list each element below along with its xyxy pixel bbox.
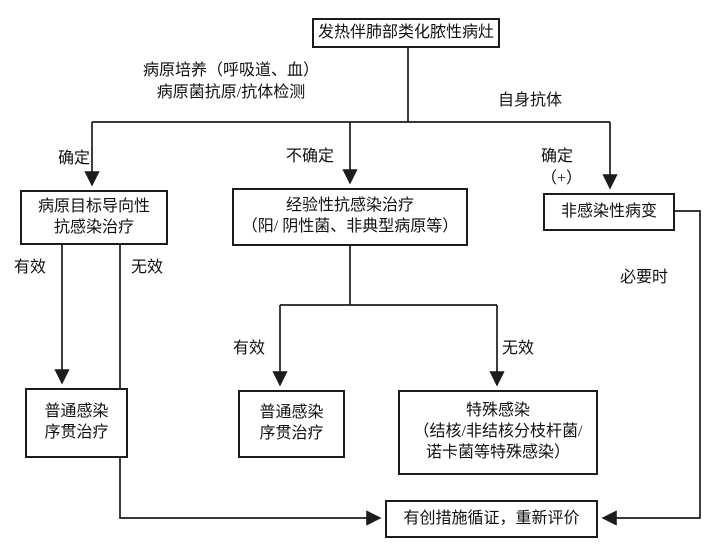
node-label-line: 序贯治疗 xyxy=(259,425,324,442)
node-label: 有创措施循证，重新评价 xyxy=(403,509,580,527)
edge-label-when-necessary: 必要时 xyxy=(620,269,669,286)
edge-label-effective-mid: 有效 xyxy=(233,340,266,357)
node-label-line: 抗感染治疗 xyxy=(53,218,134,236)
edge-label-autoantibody: 自身抗体 xyxy=(497,92,562,109)
node-label-line: （结核/非结核分枝杆菌/ xyxy=(413,423,583,441)
node-ordinary-infection-left: 普通感染 序贯治疗 xyxy=(25,388,128,458)
edge-label-line: （+） xyxy=(541,169,583,187)
node-label-line: 普通感染 xyxy=(259,404,324,422)
edge-label-line: 病原菌抗原/抗体检测 xyxy=(156,83,306,101)
node-invasive-reevaluate: 有创措施循证，重新评价 xyxy=(385,500,598,538)
connector-noninfectious-to-reevaluate xyxy=(601,210,701,526)
node-label: 发热伴肺部类化脓性病灶 xyxy=(317,23,494,41)
edge-label-line: 病原培养（呼吸道、血） xyxy=(142,62,319,79)
node-ordinary-infection-mid: 普通感染 序贯治疗 xyxy=(238,390,345,458)
node-special-infection: 特殊感染 （结核/非结核分枝杆菌/ 诺卡菌等特殊感染） xyxy=(398,390,598,475)
node-label-line: 特殊感染 xyxy=(465,402,530,420)
node-noninfectious-lesion: 非感染性病变 xyxy=(543,193,675,231)
connector-ineffective-left-to-reevaluate xyxy=(119,245,382,526)
node-label-line: 诺卡菌等特殊感染） xyxy=(425,443,570,461)
node-label-line: （阳/ 阴性菌、非典型病原等） xyxy=(241,218,459,235)
edge-label-ineffective-left: 无效 xyxy=(131,259,164,276)
node-label-line: 经验性抗感染治疗 xyxy=(285,197,414,215)
node-label: 非感染性病变 xyxy=(560,202,657,220)
node-label-line: 序贯治疗 xyxy=(44,424,109,441)
edge-label-confirmed-positive: 确定 （+） xyxy=(541,146,582,189)
node-empirical-therapy: 经验性抗感染治疗 （阳/ 阴性菌、非典型病原等） xyxy=(232,188,468,246)
edge-label-confirmed: 确定 xyxy=(58,150,91,167)
node-label-line: 普通感染 xyxy=(44,403,109,421)
node-fever-purulent-lesion: 发热伴肺部类化脓性病灶 xyxy=(312,18,500,48)
edge-label-ineffective-mid: 无效 xyxy=(502,340,535,357)
node-pathogen-targeted-therapy: 病原目标导向性 抗感染治疗 xyxy=(20,190,168,245)
node-label-line: 病原目标导向性 xyxy=(37,197,150,215)
edge-label-uncertain: 不确定 xyxy=(286,148,335,165)
edge-label-pathogen-tests: 病原培养（呼吸道、血） 病原菌抗原/抗体检测 xyxy=(100,60,362,103)
edge-label-line: 确定 xyxy=(541,148,574,165)
edge-label-effective-left: 有效 xyxy=(14,259,47,276)
